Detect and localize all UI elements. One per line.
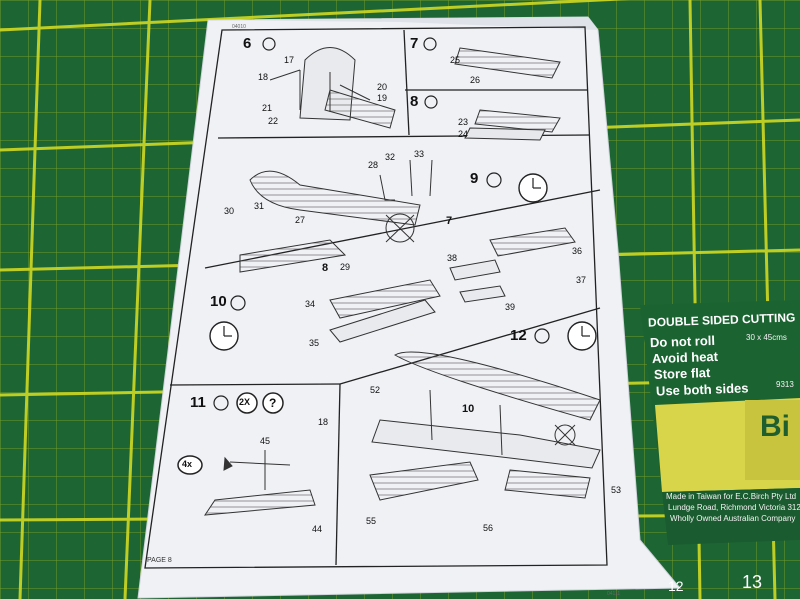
part-44: 44	[312, 524, 323, 534]
callout-wing-7: 7	[446, 215, 453, 227]
part-52: 52	[370, 385, 381, 395]
part-53: 53	[611, 485, 622, 495]
mat-size: 30 x 45cms	[746, 333, 787, 342]
part-34: 34	[305, 299, 316, 309]
part-35: 35	[309, 338, 320, 348]
step-10-number: 10	[210, 293, 227, 310]
part-45: 45	[260, 436, 271, 446]
part-20: 20	[377, 82, 388, 92]
mat-fine-print-2: Lundge Road, Richmond Victoria 3121	[668, 503, 800, 512]
booklet-bottom-code: 04111	[607, 591, 621, 597]
glue-icon	[213, 37, 550, 411]
quantity-badge	[236, 392, 258, 414]
part-39: 39	[505, 302, 516, 312]
step10-drawing	[329, 227, 576, 343]
step7-8-drawing	[454, 47, 561, 141]
part-33: 33	[414, 149, 425, 159]
part-27: 27	[295, 215, 306, 225]
callout-arrow-18: 18	[318, 417, 329, 427]
part-19: 19	[377, 93, 388, 103]
part-18: 18	[258, 72, 269, 82]
part-31: 31	[254, 201, 265, 211]
mat-code: 9313	[776, 380, 794, 389]
part-25: 25	[450, 55, 461, 65]
step-7-number: 7	[410, 35, 419, 52]
step9-drawing	[239, 159, 433, 273]
callout-upper-10: 10	[462, 403, 475, 415]
callout-lower-8: 8	[322, 262, 329, 274]
booklet-top-code: 04010	[232, 24, 246, 30]
multiplier-badge	[177, 455, 203, 475]
step-9-number: 9	[470, 170, 479, 187]
part-56: 56	[483, 523, 494, 533]
help-icon	[262, 392, 284, 414]
part-36: 36	[572, 246, 583, 256]
part-17: 17	[284, 55, 295, 65]
part-37: 37	[576, 275, 587, 285]
part-28: 28	[368, 160, 379, 170]
mat-fine-print-3: Wholly Owned Australian Company	[670, 514, 796, 523]
part-22: 22	[268, 116, 279, 126]
part-32: 32	[385, 152, 396, 162]
mat-instruction-2: Avoid heat	[651, 348, 719, 367]
mat-instruction-3: Store flat	[653, 365, 711, 382]
step11-drawing	[204, 450, 316, 516]
part-30: 30	[224, 206, 235, 216]
ruler-number-12: 12	[668, 578, 684, 594]
mat-fine-print-1: Made in Taiwan for E.C.Birch Pty Ltd	[666, 492, 797, 501]
step-11-multiplier: 4x	[182, 459, 193, 469]
part-24: 24	[458, 129, 469, 139]
step6-drawing	[269, 47, 396, 129]
part-55: 55	[366, 516, 377, 526]
part-21: 21	[262, 103, 273, 113]
mat-brand: Bi	[760, 410, 790, 443]
step-12-number: 12	[510, 327, 527, 344]
step-6-number: 6	[243, 35, 252, 52]
step-11-number: 11	[190, 394, 206, 411]
booklet-page-label: PAGE 8	[147, 557, 172, 564]
part-38: 38	[447, 253, 458, 263]
part-29: 29	[340, 262, 351, 272]
step-11-quantity: 2X	[239, 397, 251, 407]
step12-drawing	[369, 351, 601, 501]
part-23: 23	[458, 117, 469, 127]
step-8-number: 8	[410, 93, 419, 110]
ruler-number-13: 13	[742, 572, 763, 592]
mat-instruction-1: Do not roll	[649, 332, 716, 351]
part-26: 26	[470, 75, 481, 85]
step-11-help: ?	[269, 396, 277, 410]
